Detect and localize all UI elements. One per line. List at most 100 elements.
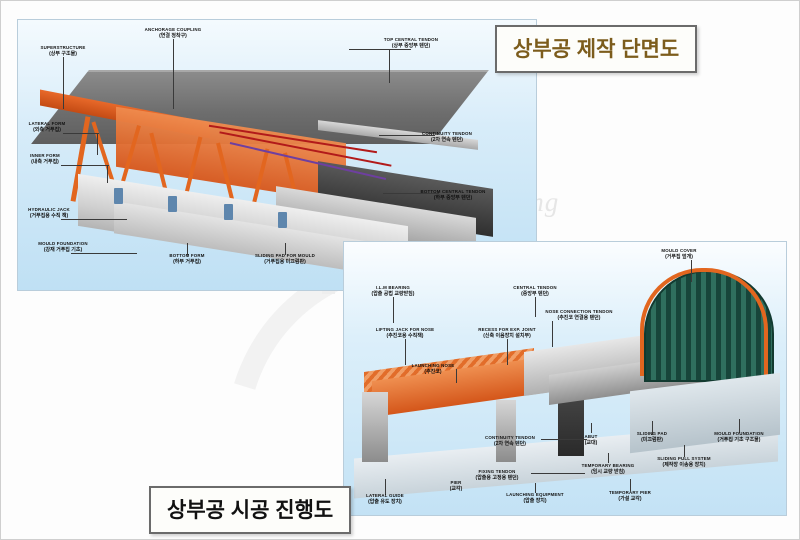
- hydraulic-jack-graphic: [168, 196, 177, 212]
- callout-label-ko: (신축 이음장치 설치부): [483, 332, 531, 339]
- callout-label: CONTINUITY TENDON(2차 연속 텐던): [422, 131, 472, 143]
- callout-label: MOULD COVER(거푸집 덮개): [661, 248, 696, 260]
- callout-label: INNER FORM(내측 거푸집): [30, 153, 60, 165]
- callout-label-en: SUPERSTRUCTURE: [40, 45, 86, 50]
- callout-label-ko: (압출용 고정용 텐던): [475, 474, 519, 481]
- callout-label-en: LATERAL FORM: [28, 121, 66, 126]
- callout-label-en: MOULD FOUNDATION: [38, 241, 88, 246]
- hydraulic-jack-graphic: [224, 204, 233, 220]
- callout-label: TEMPORARY PIER(가설 교각): [609, 490, 651, 502]
- callout-label: NOSE CONNECTION TENDON(추진코 연결용 텐던): [545, 309, 612, 321]
- callout-label-en: TEMPORARY PIER: [608, 490, 652, 495]
- leader-line: [507, 339, 508, 365]
- leader-line: [739, 419, 740, 433]
- leader-line: [456, 369, 457, 383]
- callout-label-en: LIFTING JACK FOR NOSE: [375, 327, 435, 332]
- callout-label-ko: (외측 거푸집): [33, 126, 61, 133]
- callout-label-ko: (2차 연속 텐던): [431, 136, 463, 143]
- callout-label: SLIDING PAD(미끄럼판): [637, 431, 667, 443]
- callout-label: MOULD FOUNDATION(강재 거푸집 기초): [38, 241, 87, 253]
- callout-label: FIXING TENDON(압출용 고정용 텐던): [476, 469, 519, 481]
- leader-line: [405, 339, 406, 365]
- bottom-diagram-title: 상부공 시공 진행도: [149, 486, 352, 534]
- callout-label-en: TOP CENTRAL TENDON: [383, 37, 439, 42]
- callout-label-ko: (내측 거푸집): [31, 158, 59, 165]
- callout-label-ko: (추진코): [424, 368, 442, 375]
- leader-line: [691, 260, 692, 282]
- callout-label-en: PIER: [450, 480, 462, 485]
- callout-label-ko: (중앙부 텐던): [521, 290, 549, 297]
- callout-label: I.L.M BEARING(압출 공법 교량받침): [372, 285, 415, 297]
- leader-line: [652, 421, 653, 435]
- callout-label-ko: (교각): [449, 485, 463, 492]
- callout-label-en: SLIDING PULL SYSTEM: [657, 456, 711, 461]
- callout-label-ko: (2차 연속 텐던): [494, 440, 526, 447]
- callout-label-ko: (추진코용 수직잭): [386, 332, 424, 339]
- top-diagram-title: 상부공 제작 단면도: [495, 25, 698, 73]
- callout-label-en: ANCHORAGE COUPLING: [144, 27, 202, 32]
- callout-label-ko: (상부 중앙부 텐던): [391, 42, 431, 49]
- callout-label: LATERAL FORM(외측 거푸집): [29, 121, 66, 133]
- callout-label: HYDRAULIC JACK(거푸집용 수직 잭): [28, 207, 70, 219]
- callout-label: CONTINUITY TENDON(2차 연속 텐던): [485, 435, 535, 447]
- callout-label: MOULD FOUNDATION(거푸집 기초 구조물): [714, 431, 763, 443]
- callout-label-ko: (거푸집용 수직 잭): [29, 212, 69, 219]
- pier-graphic: [362, 392, 388, 462]
- callout-label-ko: (거푸집 덮개): [665, 253, 693, 260]
- callout-label-en: MOULD FOUNDATION: [714, 431, 764, 436]
- leader-line: [61, 219, 127, 220]
- callout-label-ko: (임시 교량 받침): [591, 468, 625, 475]
- callout-label-en: CENTRAL TENDON: [513, 285, 557, 290]
- leader-line: [379, 135, 435, 136]
- callout-label: LIFTING JACK FOR NOSE(추진코용 수직잭): [376, 327, 435, 339]
- callout-label: RECESS FOR EXP. JOINT(신축 이음장치 설치부): [478, 327, 536, 339]
- callout-label: LAUNCHING EQUIPMENT(압출 장치): [506, 492, 563, 504]
- hydraulic-jack-graphic: [114, 188, 123, 204]
- callout-label: TOP CENTRAL TENDON(상부 중앙부 텐던): [384, 37, 438, 49]
- leader-line: [389, 49, 390, 83]
- callout-label-ko: (연결 정착구): [159, 32, 187, 39]
- callout-label-en: SLIDING PAD: [636, 431, 668, 436]
- callout-label: SUPERSTRUCTURE(상부 구조물): [40, 45, 85, 57]
- callout-label: BOTTOM FORM(하부 거푸집): [169, 253, 204, 265]
- leader-line: [535, 483, 536, 493]
- leader-line: [591, 423, 592, 433]
- callout-label-ko: (하부 거푸집): [173, 258, 201, 265]
- callout-label-ko: (거푸집용 미끄럼판): [264, 258, 306, 265]
- callout-label-en: LAUNCHING EQUIPMENT: [506, 492, 564, 497]
- callout-label-ko: (제작장 이송용 장치): [662, 461, 706, 468]
- leader-line: [531, 473, 585, 474]
- leader-line: [71, 253, 137, 254]
- leader-line: [61, 165, 109, 166]
- callout-label-en: ABUT: [584, 434, 598, 439]
- leader-line: [173, 39, 174, 109]
- callout-label: TEMPORARY BEARING(임시 교량 받침): [582, 463, 635, 475]
- callout-label-ko: (강재 거푸집 기초): [43, 246, 83, 253]
- hydraulic-jack-graphic: [278, 212, 287, 228]
- leader-line: [107, 165, 108, 183]
- callout-label: SLIDING PULL SYSTEM(제작장 이송용 장치): [657, 456, 710, 468]
- callout-label-en: LAUNCHING NOSE: [411, 363, 455, 368]
- callout-label-ko: (교대): [584, 439, 598, 446]
- callout-label: LATERAL GUIDE(압출 유도 장치): [366, 493, 404, 505]
- callout-label-en: BOTTOM CENTRAL TENDON: [420, 189, 486, 194]
- leader-line: [97, 133, 98, 155]
- callout-label: ANCHORAGE COUPLING(연결 정착구): [145, 27, 202, 39]
- leader-line: [541, 439, 587, 440]
- callout-label-en: RECESS FOR EXP. JOINT: [478, 327, 536, 332]
- leader-line: [393, 297, 394, 323]
- callout-label-en: TEMPORARY BEARING: [581, 463, 635, 468]
- leader-line: [63, 57, 64, 109]
- erection-progress-panel: [343, 241, 787, 516]
- leader-line: [349, 49, 411, 50]
- callout-label-ko: (상부 구조물): [49, 50, 77, 57]
- leader-line: [552, 321, 553, 347]
- callout-label-en: HYDRAULIC JACK: [28, 207, 70, 212]
- callout-label-en: I.L.M BEARING: [375, 285, 411, 290]
- callout-label: SLIDING PAD FOR MOULD(거푸집용 미끄럼판): [255, 253, 315, 265]
- callout-label-en: MOULD COVER: [661, 248, 697, 253]
- leader-line: [608, 453, 609, 463]
- leader-line: [383, 193, 439, 194]
- callout-label-en: INNER FORM: [30, 153, 60, 158]
